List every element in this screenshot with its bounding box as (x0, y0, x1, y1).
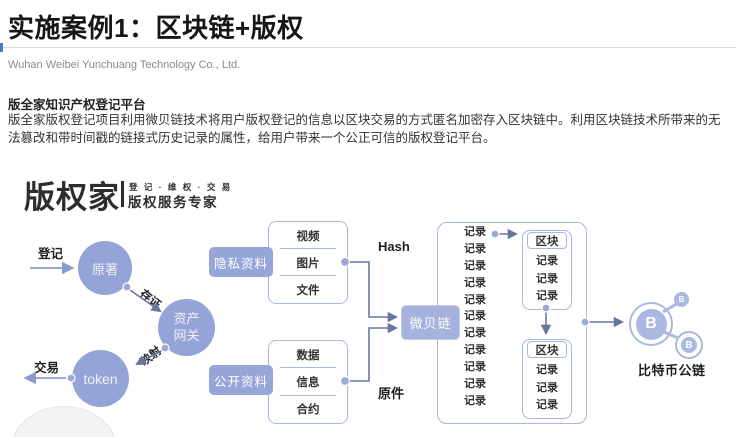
page-title: 实施案例1：区块链+版权 (8, 13, 304, 43)
weibei-chain-node: 微贝链 (401, 305, 460, 340)
hash-path-arrow (345, 261, 399, 323)
logo-divider-bar (121, 181, 124, 207)
private-data-box: 视频图片文件 (268, 221, 348, 304)
bitcoin-icon: B (675, 331, 703, 359)
left-edge-mark (0, 43, 3, 52)
bitcoin-icon: B (629, 302, 673, 346)
private-data-tag: 隐私资料 (209, 247, 273, 277)
block-box-1: 区块 记录记录记录 (522, 230, 572, 310)
token-node: token (72, 350, 129, 407)
logo-tagline-bottom: 版权服务专家 (128, 195, 218, 210)
faint-circle-decoration (10, 406, 118, 437)
body-paragraph: 版全家版权登记项目利用微贝链技术将用户版权登记的信息以区块交易的方式匿名加密存入… (8, 113, 721, 145)
title-divider (0, 47, 736, 48)
block-label: 区块 (527, 341, 567, 358)
bitcoin-icon: B (674, 292, 689, 307)
company-subtitle: Wuhan Weibei Yunchuang Technology Co., L… (8, 59, 241, 71)
logo-tagline-top: 登 记 · 维 权 · 交 易 (129, 182, 233, 192)
hash-label: Hash (378, 239, 410, 254)
trade-label: 交易 (34, 361, 60, 375)
register-label: 登记 (38, 247, 64, 261)
public-data-tag: 公开资料 (209, 365, 273, 395)
original-path-arrow (345, 322, 399, 382)
block-label: 区块 (527, 232, 567, 249)
notarize-label: 存证 (137, 287, 163, 312)
public-data-box: 数据信息合约 (268, 340, 348, 424)
mapping-label: 映射 (138, 344, 164, 369)
section-heading: 版全家知识产权登记平台 (8, 98, 146, 112)
original-work-node: 原著 (78, 241, 132, 295)
asset-gateway-node: 资产网关 (158, 299, 215, 356)
block-box-2: 区块 记录记录记录 (522, 339, 572, 419)
record-list: 记录记录记录记录记录记录记录记录记录记录记录 (464, 226, 486, 407)
original-file-label: 原件 (378, 386, 405, 401)
bitcoin-chain-label: 比特币公链 (638, 363, 706, 378)
brand-logo-text: 版权家 (24, 180, 120, 215)
